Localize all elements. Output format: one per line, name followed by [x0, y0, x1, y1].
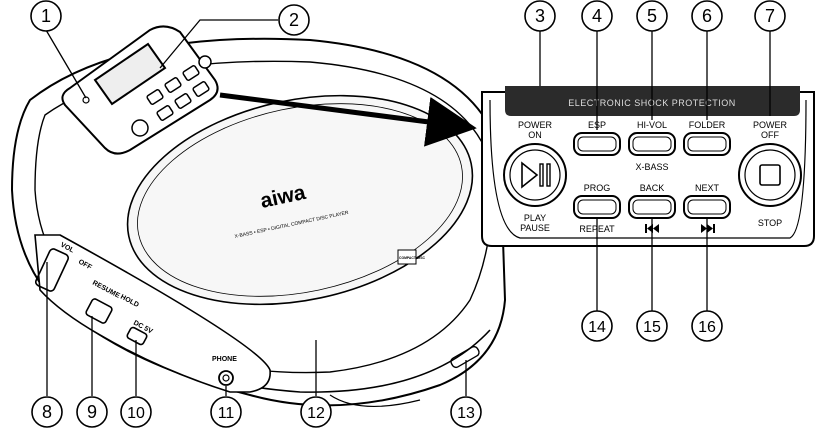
prog-repeat-button[interactable] — [573, 195, 621, 219]
display-module — [61, 25, 219, 155]
stop-label: STOP — [758, 218, 782, 228]
module-play-button[interactable] — [131, 119, 149, 137]
callout-3: 3 — [535, 6, 545, 26]
folder-button[interactable] — [683, 132, 731, 156]
callout-15: 15 — [643, 319, 661, 336]
module-power-button[interactable] — [198, 55, 212, 69]
zoomed-control-panel: ELECTRONIC SHOCK PROTECTION POWER ON PLA… — [481, 86, 815, 247]
right-side-switch[interactable] — [450, 345, 481, 369]
callout-16: 16 — [698, 319, 716, 336]
lcd-screen — [93, 42, 167, 106]
module-button[interactable] — [174, 93, 192, 109]
callout-8: 8 — [42, 402, 52, 422]
module-button[interactable] — [156, 105, 174, 121]
player-base — [329, 394, 421, 407]
hivol-label: HI-VOL — [637, 120, 667, 130]
dc-jack[interactable] — [126, 326, 148, 346]
callout-12: 12 — [307, 405, 325, 422]
module-button[interactable] — [146, 89, 164, 105]
module-button[interactable] — [192, 81, 210, 97]
hivol-xbass-button[interactable] — [628, 132, 676, 156]
display-housing — [61, 25, 219, 155]
resume-hold-switch[interactable] — [85, 298, 113, 324]
callout-2: 2 — [289, 10, 299, 30]
compact-disc-logo: COMPACT DISC — [397, 249, 425, 265]
callout-leaders — [45, 19, 771, 396]
module-button[interactable] — [164, 77, 182, 93]
callout-number-texts: 1 2 3 4 5 6 7 8 9 10 11 12 13 14 15 16 — [41, 6, 775, 422]
callout-10: 10 — [127, 405, 145, 422]
play-pause-button[interactable] — [503, 143, 567, 207]
callout-7: 7 — [765, 6, 775, 26]
power-on-label-1: POWER — [518, 120, 553, 130]
zoom-arrow — [219, 92, 477, 147]
module-button[interactable] — [182, 65, 200, 81]
callout-6: 6 — [702, 6, 712, 26]
module-buttons — [131, 55, 212, 137]
xbass-label: X-BASS — [635, 162, 668, 172]
volume-dial[interactable] — [34, 248, 69, 293]
power-on-label-2: ON — [528, 130, 542, 140]
callout-9: 9 — [87, 402, 97, 422]
panel-inner-curve — [489, 99, 807, 239]
back-button[interactable] — [628, 195, 676, 219]
pause-icon — [539, 163, 544, 187]
callout-5: 5 — [647, 6, 657, 26]
callout-14: 14 — [588, 319, 606, 336]
side-phone-label: PHONE — [212, 356, 237, 363]
side-panel-frame — [34, 234, 271, 393]
next-button[interactable] — [683, 195, 731, 219]
stop-icon — [759, 164, 781, 186]
play-label: PLAY — [524, 213, 546, 223]
folder-label: FOLDER — [689, 120, 726, 130]
back-label: BACK — [640, 183, 665, 193]
phone-jack[interactable] — [218, 370, 234, 386]
svg-text:COMPACT DISC: COMPACT DISC — [399, 256, 425, 260]
skip-forward-icon — [701, 224, 715, 233]
callout-4: 4 — [592, 6, 602, 26]
callout-11: 11 — [218, 405, 235, 422]
side-controls — [34, 234, 481, 393]
power-off-label-1: POWER — [753, 120, 788, 130]
pause-label: PAUSE — [520, 223, 550, 233]
next-label: NEXT — [695, 183, 720, 193]
callout-numbers — [30, 0, 786, 428]
callout-1: 1 — [41, 6, 51, 26]
callout-13: 13 — [457, 405, 475, 422]
stop-button[interactable] — [738, 143, 802, 207]
prog-label: PROG — [584, 183, 611, 193]
play-icon — [521, 161, 539, 189]
disc-lid-inner — [137, 103, 463, 297]
esp-button[interactable] — [573, 132, 621, 156]
power-off-label-2: OFF — [761, 130, 779, 140]
